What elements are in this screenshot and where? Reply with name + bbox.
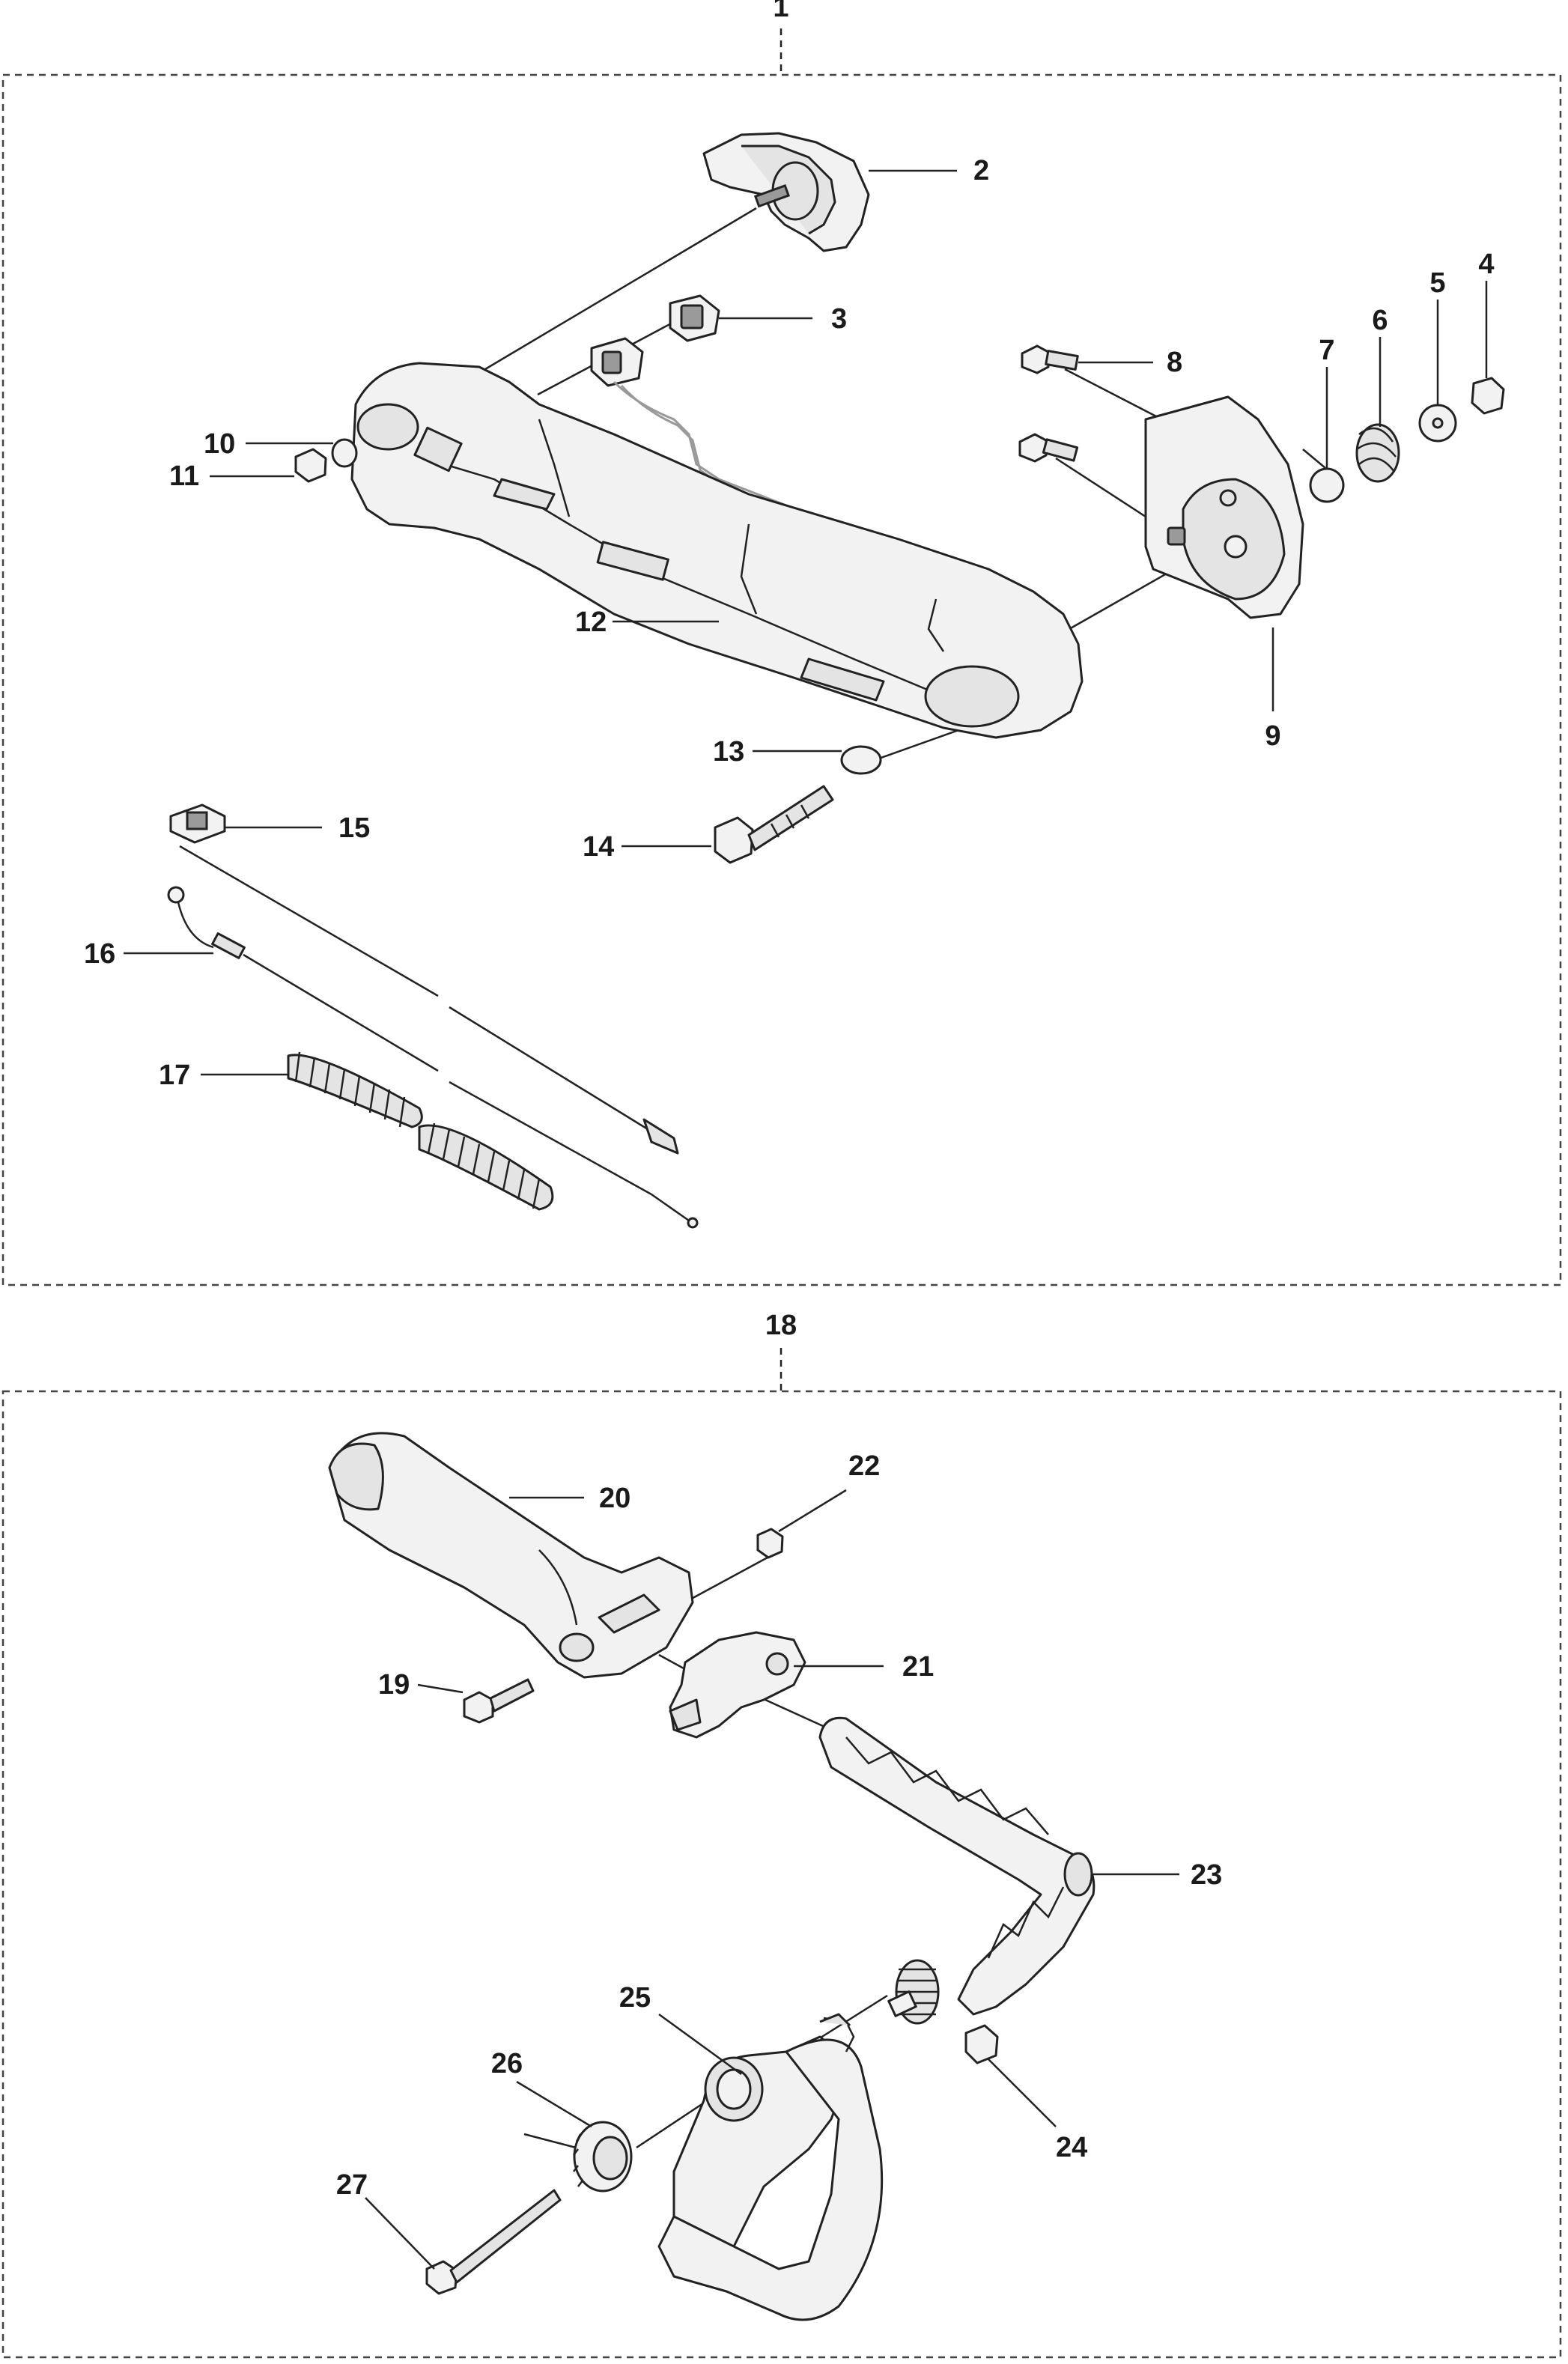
part-6-spring — [1355, 423, 1400, 483]
callout-27: 27 — [336, 2169, 435, 2270]
callout-10: 10 — [204, 428, 333, 460]
svg-text:12: 12 — [575, 607, 607, 638]
svg-text:23: 23 — [1191, 1859, 1222, 1891]
part-7-washer — [1309, 467, 1345, 503]
callout-17: 17 — [159, 1060, 288, 1091]
svg-text:6: 6 — [1372, 305, 1388, 336]
callout-19: 19 — [378, 1669, 464, 1701]
svg-text:27: 27 — [336, 2169, 368, 2201]
group-18: 18 — [1, 1310, 1562, 2359]
svg-text:22: 22 — [848, 1450, 880, 1482]
callout-12: 12 — [575, 607, 719, 638]
group-1-frame — [1, 73, 1562, 1286]
part-22-nut — [756, 1528, 784, 1559]
part-25-clamp — [657, 2013, 884, 2321]
svg-text:4: 4 — [1478, 249, 1494, 280]
group-18-frame — [1, 1390, 1562, 2359]
group-1-label: 1 — [773, 0, 788, 23]
group-1: 1 — [1, 0, 1562, 1286]
svg-text:15: 15 — [338, 812, 370, 844]
svg-text:24: 24 — [1056, 2132, 1087, 2163]
part-23-handle — [818, 1716, 1096, 2025]
callout-22: 22 — [778, 1450, 880, 1533]
part-27-bolt — [425, 2189, 562, 2295]
part-4-nut — [1471, 377, 1505, 415]
svg-text:9: 9 — [1265, 720, 1280, 752]
group-18-label: 18 — [765, 1310, 797, 1341]
svg-text:10: 10 — [204, 428, 235, 460]
callout-15: 15 — [225, 812, 370, 844]
part-13-washer — [840, 745, 882, 775]
callout-24: 24 — [988, 2058, 1087, 2163]
callout-11: 11 — [169, 461, 294, 492]
callout-5: 5 — [1429, 267, 1446, 404]
part-17-spiral — [287, 1051, 554, 1211]
part-20-grip — [328, 1432, 694, 1679]
callout-6: 6 — [1372, 305, 1388, 427]
svg-text:5: 5 — [1429, 267, 1445, 299]
svg-text:20: 20 — [599, 1483, 630, 1514]
svg-text:19: 19 — [378, 1669, 410, 1701]
callout-7: 7 — [1319, 335, 1335, 468]
part-3-connector — [590, 294, 856, 539]
svg-text:8: 8 — [1167, 347, 1182, 378]
callout-20: 20 — [509, 1483, 630, 1514]
callout-3: 3 — [719, 303, 847, 335]
callout-13: 13 — [713, 736, 842, 768]
svg-text:2: 2 — [973, 155, 989, 186]
part-10-washer — [331, 438, 358, 468]
svg-text:13: 13 — [713, 736, 744, 768]
callout-16: 16 — [84, 938, 213, 970]
svg-text:25: 25 — [619, 1982, 651, 2014]
callout-4: 4 — [1478, 249, 1495, 378]
svg-text:14: 14 — [583, 831, 614, 863]
callout-8: 8 — [1078, 347, 1182, 378]
callout-26: 26 — [491, 2048, 592, 2128]
part-8-screws — [1018, 344, 1079, 463]
svg-text:7: 7 — [1319, 335, 1334, 366]
part-9-bracket — [1144, 395, 1304, 619]
callouts-group-1: 2 3 4 5 6 7 8 9 10 11 12 13 14 15 16 17 — [84, 155, 1495, 1091]
part-15-cable — [169, 803, 679, 1155]
svg-text:11: 11 — [169, 461, 199, 492]
callout-25: 25 — [619, 1982, 742, 2076]
callout-2: 2 — [869, 155, 989, 186]
part-12-handle — [350, 362, 1084, 739]
callouts-group-18: 19 20 21 22 23 24 25 26 27 — [336, 1450, 1222, 2270]
part-16-cable — [167, 886, 699, 1229]
svg-text:26: 26 — [491, 2048, 523, 2079]
callout-14: 14 — [583, 831, 711, 863]
callout-23: 23 — [1093, 1859, 1222, 1891]
svg-text:16: 16 — [84, 938, 115, 970]
part-2-clip — [702, 132, 870, 252]
part-24-nut — [964, 2024, 999, 2064]
callout-21: 21 — [794, 1651, 934, 1683]
callout-9: 9 — [1265, 628, 1281, 752]
svg-text:21: 21 — [902, 1651, 934, 1683]
part-14-bolt — [714, 785, 834, 864]
part-26-knob — [573, 2121, 633, 2193]
svg-text:3: 3 — [831, 303, 847, 335]
part-11-nut — [294, 448, 327, 483]
svg-text:17: 17 — [159, 1060, 190, 1091]
part-19-screw — [463, 1678, 535, 1724]
part-21-lever — [669, 1631, 806, 1739]
